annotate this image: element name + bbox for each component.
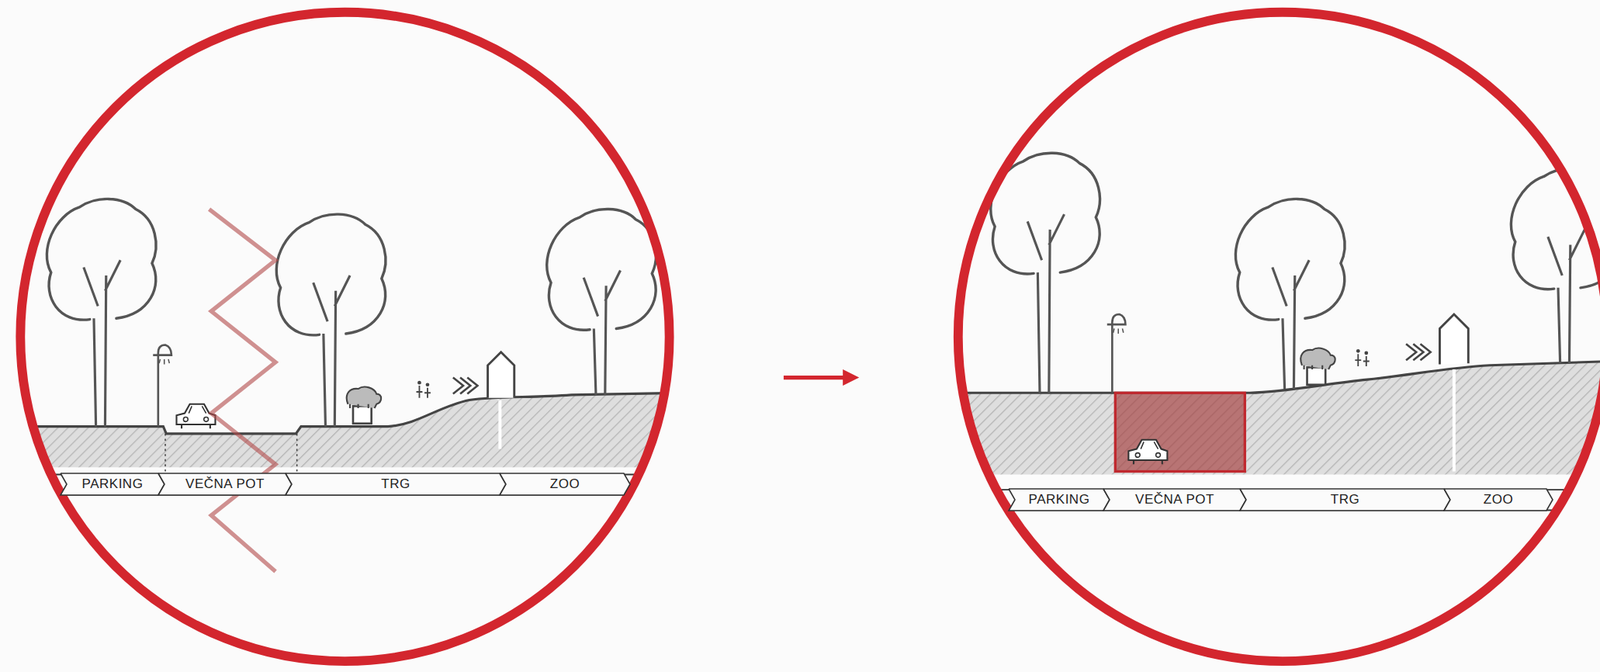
direction-arrows bbox=[453, 377, 478, 395]
direction-arrows bbox=[1406, 343, 1431, 361]
tree bbox=[1235, 198, 1345, 320]
lamp-light bbox=[1113, 328, 1124, 334]
band-shape bbox=[1239, 488, 1451, 511]
band-shape bbox=[1444, 488, 1553, 511]
zone-label: VEČNA POT bbox=[1135, 491, 1215, 508]
lamp-light bbox=[159, 359, 170, 365]
tree-trunk bbox=[83, 259, 121, 426]
house bbox=[1439, 314, 1469, 364]
section-after bbox=[954, 152, 1600, 510]
statue bbox=[346, 387, 381, 424]
zone-band: PARKING bbox=[60, 473, 165, 496]
ground bbox=[954, 361, 1600, 475]
divider bbox=[498, 399, 502, 449]
divider bbox=[1452, 369, 1456, 472]
zone-band: VEČNA POT bbox=[1103, 488, 1247, 511]
band-shape bbox=[60, 473, 165, 496]
tree bbox=[276, 214, 386, 336]
zone-band: ZOO bbox=[499, 473, 631, 496]
people bbox=[416, 380, 431, 399]
frame-circle bbox=[958, 12, 1600, 662]
band-shape bbox=[1008, 488, 1110, 511]
tree-trunk bbox=[1548, 229, 1585, 364]
zone-label: PARKING bbox=[82, 476, 144, 492]
ground bbox=[15, 392, 679, 468]
barrier-zigzag bbox=[209, 209, 276, 572]
underground-tunnel bbox=[1115, 392, 1245, 471]
band-shape bbox=[499, 473, 631, 496]
zone-band: PARKING bbox=[1008, 488, 1110, 511]
zone-label: ZOO bbox=[1483, 491, 1514, 508]
zone-label: VEČNA POT bbox=[185, 476, 265, 492]
tree bbox=[547, 209, 657, 331]
house bbox=[488, 352, 515, 399]
section-before bbox=[15, 198, 679, 572]
tree-trunk bbox=[583, 270, 620, 395]
street-lamp bbox=[152, 344, 172, 426]
tree bbox=[46, 198, 156, 320]
people bbox=[1354, 349, 1369, 367]
zone-band: ZOO bbox=[1444, 488, 1553, 511]
zone-band: VEČNA POT bbox=[158, 473, 292, 496]
statue bbox=[1300, 348, 1335, 385]
band-shape bbox=[285, 473, 506, 496]
ground-line bbox=[954, 361, 1600, 394]
tree-trunk bbox=[1027, 214, 1064, 393]
frame-circle bbox=[20, 12, 669, 662]
band-shape bbox=[1103, 488, 1247, 511]
zone-label: ZOO bbox=[550, 476, 580, 492]
tree-trunk bbox=[1272, 259, 1310, 389]
zone-label: TRG bbox=[380, 476, 410, 492]
tree-trunk bbox=[313, 275, 350, 427]
zone-label: PARKING bbox=[1028, 491, 1091, 508]
street-lamp bbox=[1107, 314, 1126, 393]
zone-label: TRG bbox=[1330, 491, 1360, 508]
arrow-head bbox=[842, 369, 859, 386]
drawing bbox=[15, 12, 1600, 662]
zone-band: TRG bbox=[285, 473, 506, 496]
car bbox=[176, 404, 215, 430]
road-edge bbox=[165, 433, 298, 472]
transition-arrow bbox=[783, 375, 852, 380]
band-shape bbox=[158, 473, 292, 496]
zone-band: TRG bbox=[1239, 488, 1451, 511]
car bbox=[1128, 439, 1168, 465]
